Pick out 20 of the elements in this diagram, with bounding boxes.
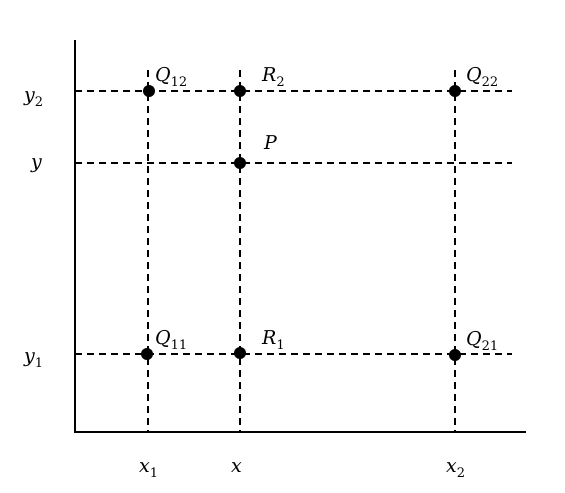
point-marker — [141, 348, 153, 360]
axis-tick-label: x — [231, 455, 242, 477]
point-marker — [449, 85, 461, 97]
point-label: Q$_{12}$ — [155, 64, 188, 92]
axis-tick-label: x$_{1}$ — [139, 455, 158, 483]
point-label: R$_{2}$ — [262, 64, 285, 92]
axis-tick-label: y$_{2}$ — [24, 84, 44, 112]
point-marker — [234, 347, 246, 359]
axis-tick-label: y — [31, 151, 42, 173]
point-marker — [143, 85, 155, 97]
point-marker — [234, 157, 246, 169]
axis-tick-label: y$_{1}$ — [24, 345, 44, 373]
point-marker — [449, 349, 461, 361]
point-marker — [234, 85, 246, 97]
point-label: Q$_{21}$ — [466, 328, 498, 356]
point-label: R$_{1}$ — [262, 327, 285, 355]
point-label: Q$_{22}$ — [466, 64, 498, 92]
axis-tick-label: x$_{2}$ — [446, 455, 465, 483]
point-label: P — [264, 132, 277, 154]
point-label: Q$_{11}$ — [155, 327, 188, 355]
